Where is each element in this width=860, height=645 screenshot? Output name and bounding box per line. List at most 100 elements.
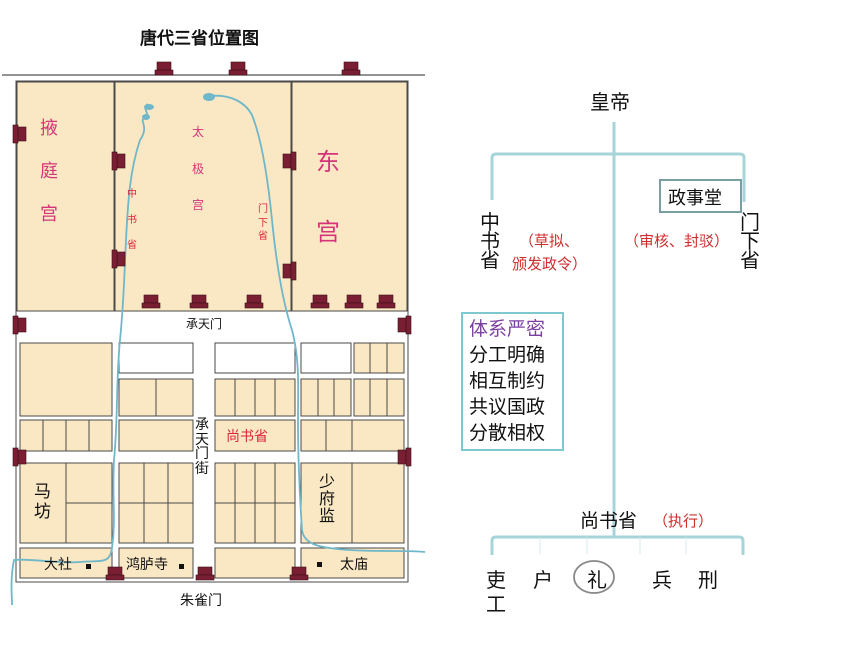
summary-box (461, 312, 564, 451)
taiji-palace-block (114, 81, 292, 312)
ministry-label: 工 (486, 592, 506, 616)
ministry-label: 兵 (652, 568, 672, 592)
block (19, 342, 113, 417)
menxia-diag-char: 下 (740, 229, 760, 253)
west-pond (142, 114, 150, 120)
gate-icon (289, 566, 309, 581)
ministry-label: 刑 (698, 568, 718, 592)
honglu-label: 鸿胪寺 (126, 557, 168, 573)
gate-icon (282, 261, 297, 281)
gate-icon (344, 294, 364, 309)
shaofu-char: 少 (319, 472, 336, 491)
menxia-diag-char: 门 (740, 210, 760, 234)
ministry-label: 吏 (486, 568, 506, 592)
li-circle (573, 560, 615, 594)
gate-icon (141, 294, 161, 309)
gate-icon (111, 249, 126, 269)
shaofu-char: 监 (319, 505, 336, 525)
taishe-label: 大社 (44, 557, 72, 573)
dong-char: 东 (316, 148, 340, 176)
chengtian-road (17, 312, 407, 338)
block (214, 342, 296, 374)
mafang-label: 马坊 (34, 482, 51, 522)
gate-icon (154, 61, 174, 76)
zhongshu-map-char: 中 (127, 189, 137, 200)
zhongshu-diagram-label: 中书省 (480, 212, 500, 271)
gate-icon (12, 315, 27, 335)
menxia-map-char: 门 (258, 204, 268, 215)
west-river (10, 103, 149, 606)
block (214, 547, 296, 579)
dong-char: 宫 (316, 218, 340, 247)
menxia-map-char: 省 (258, 231, 268, 242)
taimiao-label: 太庙 (340, 557, 368, 573)
zhongshu-diag-char: 书 (480, 229, 500, 253)
street-char: 天 (195, 431, 209, 448)
zhengshitang-label: 政事堂 (668, 188, 722, 209)
zhengshitang-box (659, 179, 742, 213)
summary-item: 共议国政 (469, 396, 546, 418)
zhongshu-diag-char: 省 (480, 248, 500, 272)
east-palace-block (291, 81, 408, 312)
hierarchy-lines (461, 122, 746, 594)
taiji-char: 极 (192, 161, 205, 176)
honglu-block (118, 547, 194, 579)
ministry-label: 礼 (587, 568, 607, 592)
zhuque-gate-label: 朱雀门 (180, 593, 222, 609)
east-river (209, 94, 426, 553)
summary-item: 分工明确 (469, 344, 546, 366)
gate-icon (105, 566, 125, 581)
street-char: 承 (195, 417, 209, 433)
summary-item: 体系严密 (469, 318, 546, 340)
summary-item: 相互制约 (469, 370, 546, 392)
yeting-char: 宫 (40, 203, 58, 225)
shangshu-map-label: 尚书省 (226, 429, 268, 445)
gate-icon (341, 61, 361, 76)
block (300, 378, 352, 417)
yeting-label-stack: 掖庭宫 (40, 118, 58, 225)
east-pond (203, 93, 215, 101)
block (300, 342, 352, 374)
menxia-role: （审核、封驳） (624, 232, 730, 250)
yeting-char: 掖 (40, 118, 58, 139)
menxia-map-label: 门下省 (258, 204, 268, 243)
marker-square (317, 562, 322, 567)
top-bracket (490, 152, 746, 202)
mafang-char: 坊 (34, 501, 51, 522)
map-title: 唐代三省位置图 (140, 29, 259, 49)
gate-icon (397, 315, 412, 335)
gate-icon (397, 447, 412, 467)
dong-label-stack: 东宫 (316, 148, 340, 247)
gate-icon (376, 294, 396, 309)
taiji-char: 宫 (192, 198, 205, 213)
chengtian-street-label: 承天门街 (195, 418, 209, 477)
gate-icon (12, 447, 27, 467)
shangshu-diagram-label: 尚书省 (580, 510, 638, 532)
block (353, 378, 405, 417)
block (353, 342, 405, 374)
mafang-char: 马 (34, 482, 51, 502)
marker-square (86, 564, 91, 569)
taiji-label-stack: 太极宫 (192, 126, 204, 212)
shaofu-char: 府 (319, 488, 336, 508)
street-char: 门 (195, 446, 209, 463)
zhongshu-diag-char: 中 (480, 210, 500, 234)
marker-square (179, 564, 184, 569)
yeting-char: 庭 (40, 160, 58, 182)
gate-icon (111, 151, 126, 171)
menxia-diagram-label: 门下省 (740, 212, 760, 271)
gate-icon (310, 294, 330, 309)
gate-icon (228, 61, 248, 76)
bottom-bracket (490, 535, 745, 555)
zhongshu-map-label: 中书省 (127, 189, 137, 252)
gate-icon (244, 294, 264, 309)
zhongshu-role-line-1: （草拟、 (519, 232, 580, 250)
city-map (2, 61, 426, 606)
yeting-palace-block (16, 81, 115, 312)
block (118, 419, 194, 452)
menxia-diag-char: 省 (740, 248, 760, 272)
block (118, 342, 194, 374)
chengtian-gate-label: 承天门 (186, 317, 223, 331)
emperor-label: 皇帝 (590, 90, 630, 114)
